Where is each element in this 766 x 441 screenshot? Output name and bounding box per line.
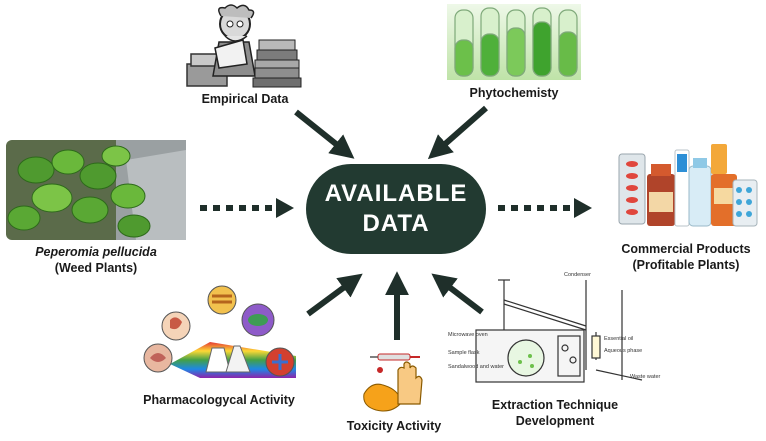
arrowhead-peperomia <box>276 198 294 218</box>
arrow-pharmacological <box>308 280 354 314</box>
arrow-phytochemistry <box>436 108 486 152</box>
center-line1: AVAILABLE <box>325 179 468 209</box>
center-line2: DATA <box>362 209 429 239</box>
arrow-extraction <box>440 280 482 312</box>
arrowhead-commercial <box>574 198 592 218</box>
arrow-empirical <box>296 112 346 152</box>
available-data-node: AVAILABLE DATA <box>306 164 486 254</box>
